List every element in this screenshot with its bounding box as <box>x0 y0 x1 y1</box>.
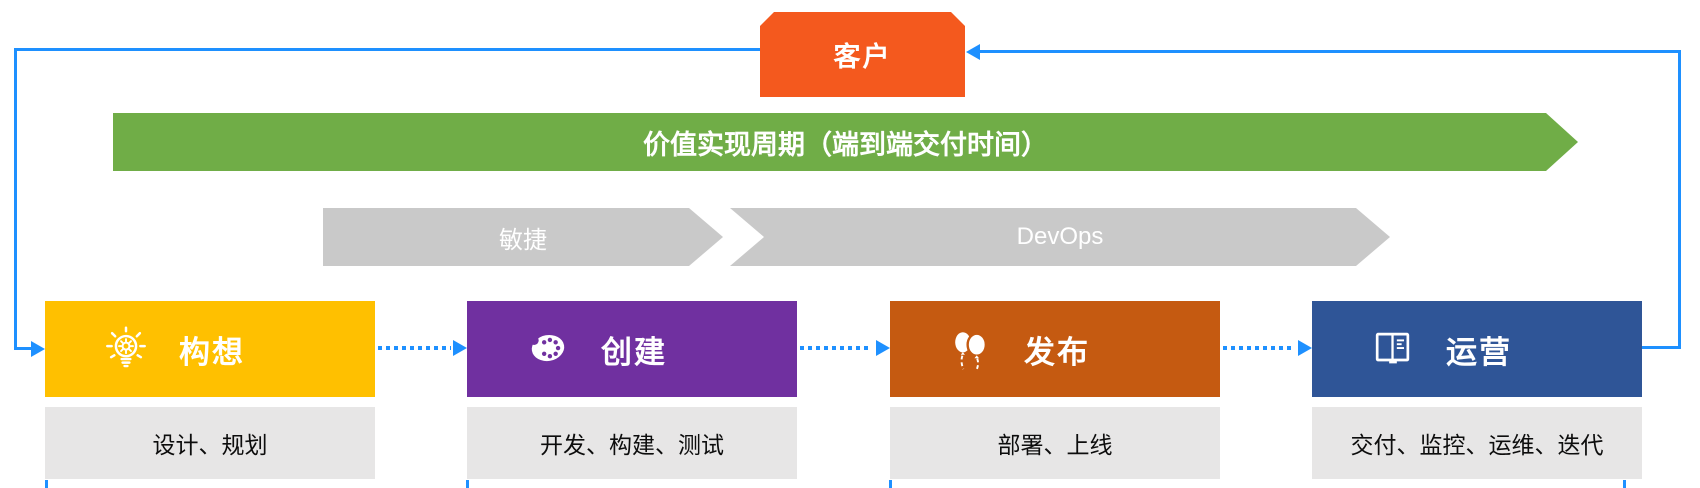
agile-label: 敏捷 <box>499 226 547 254</box>
stage-ideate-box: 构想 <box>45 301 375 397</box>
flow-arrow-create-release <box>800 346 872 350</box>
stage-title-create: 创建 <box>601 334 667 370</box>
agile-chevron: 敏捷 <box>323 208 723 266</box>
arrowhead-into-customer <box>966 43 980 60</box>
desc-label-ideate: 设计、规划 <box>152 432 268 458</box>
bottom-connector-tick-3 <box>889 480 892 488</box>
stage-desc-release: 部署、上线 <box>890 407 1220 479</box>
feedback-line-right-vertical <box>1678 50 1681 349</box>
flow-arrowhead-create <box>453 340 467 356</box>
customer-label: 客户 <box>833 42 892 72</box>
desc-label-create: 开发、构建、测试 <box>540 432 724 458</box>
value-cycle-label: 价值实现周期（端到端交付时间） <box>643 129 1048 160</box>
lightbulb-gear-icon <box>106 326 146 368</box>
balloons-icon <box>955 332 988 371</box>
feedback-line-left-bottom <box>14 347 34 350</box>
stage-operate-box: 运营 <box>1312 301 1642 397</box>
feedback-line-left-top <box>14 48 760 51</box>
flow-arrowhead-operate <box>1298 340 1312 356</box>
devops-label: DevOps <box>1016 223 1104 250</box>
stage-title-ideate: 构想 <box>179 334 245 370</box>
bottom-connector-tick-2 <box>466 480 469 488</box>
desc-label-operate: 交付、监控、运维、迭代 <box>1350 432 1604 458</box>
paint-palette-icon <box>529 334 565 362</box>
open-book-icon <box>1375 332 1410 364</box>
stage-desc-create: 开发、构建、测试 <box>467 407 797 479</box>
flow-arrow-ideate-create <box>378 346 451 350</box>
feedback-line-right-top <box>978 50 1681 53</box>
flow-arrowhead-release <box>876 340 890 356</box>
stage-title-operate: 运营 <box>1446 334 1512 370</box>
desc-label-release: 部署、上线 <box>997 432 1113 458</box>
devops-chevron: DevOps <box>730 208 1390 266</box>
customer-box: 客户 <box>760 12 965 97</box>
stage-release-box: 发布 <box>890 301 1220 397</box>
stage-create-box: 创建 <box>467 301 797 397</box>
bottom-connector-tick-4 <box>1623 480 1626 488</box>
stage-title-release: 发布 <box>1024 334 1090 370</box>
stage-desc-operate: 交付、监控、运维、迭代 <box>1312 407 1642 479</box>
arrowhead-into-ideate <box>31 340 45 357</box>
flow-arrow-release-operate <box>1223 346 1295 350</box>
value-cycle-banner: 价值实现周期（端到端交付时间） <box>113 113 1578 171</box>
bottom-connector-tick-1 <box>45 480 48 488</box>
feedback-line-right-bottom <box>1642 346 1681 349</box>
stage-desc-ideate: 设计、规划 <box>45 407 375 479</box>
feedback-line-left-vertical <box>14 48 17 350</box>
